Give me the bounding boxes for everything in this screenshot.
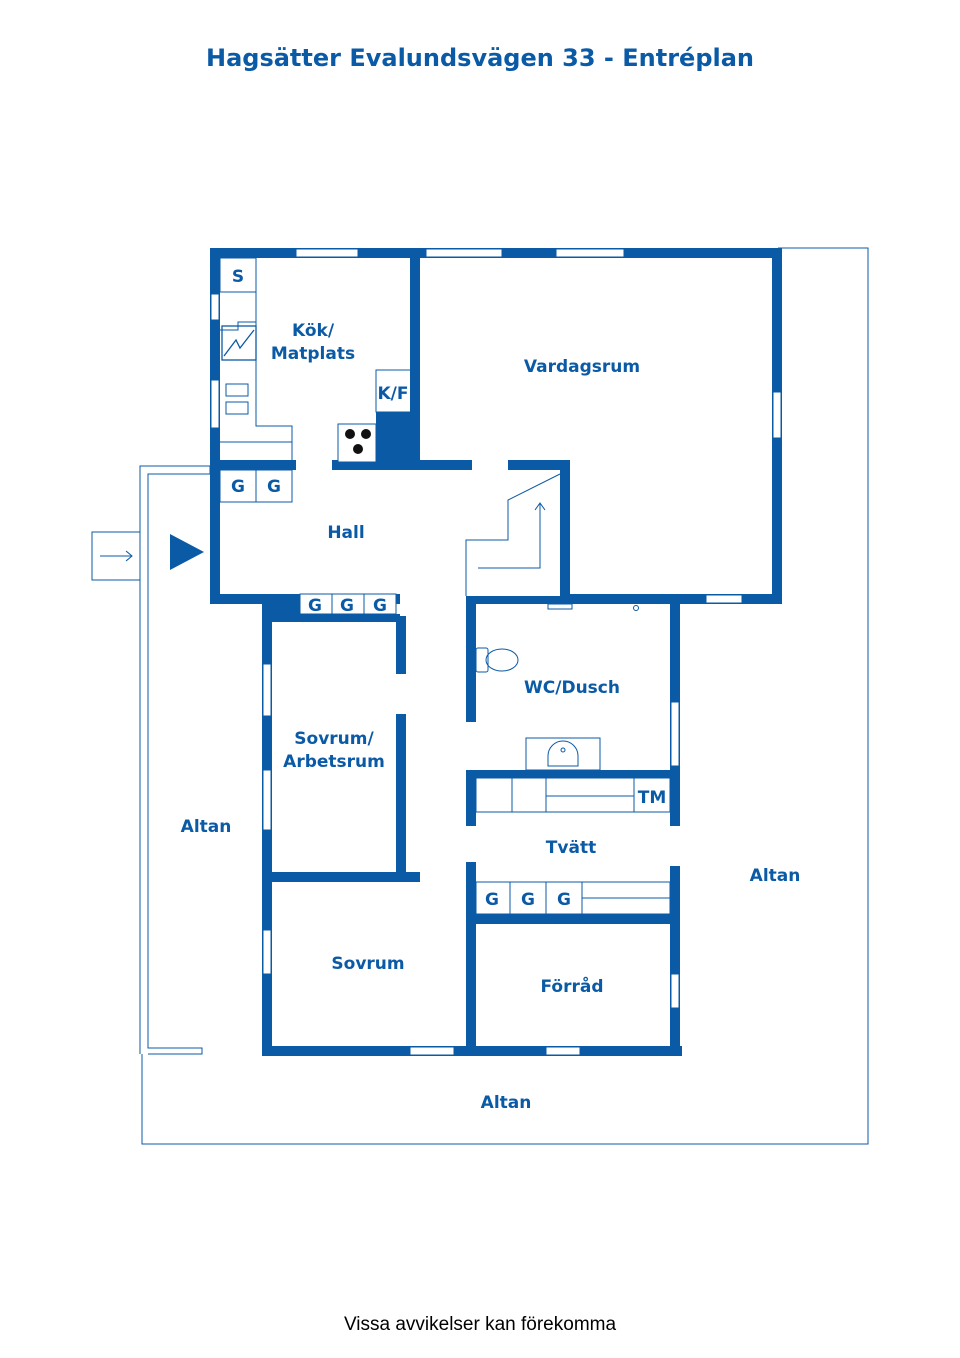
fireplace-icon bbox=[221, 325, 257, 361]
disclaimer-text: Vissa avvikelser kan förekomma bbox=[343, 1314, 617, 1335]
deck-bottom-label: Altan bbox=[481, 1093, 532, 1113]
toilet-icon bbox=[475, 647, 519, 673]
living-room-label: Vardagsrum bbox=[524, 357, 640, 377]
walls bbox=[210, 248, 782, 1056]
stairs-icon bbox=[465, 473, 561, 596]
stove-icon bbox=[337, 423, 377, 463]
tm-label: TM bbox=[638, 788, 667, 808]
bedroom-office-label-2: Arbetsrum bbox=[283, 752, 385, 772]
wardrobe-label: G bbox=[485, 890, 499, 910]
wardrobe-label: G bbox=[557, 890, 571, 910]
page-title: Hagsätter Evalundsvägen 33 - Entréplan bbox=[205, 44, 754, 72]
storage-label: Förråd bbox=[540, 975, 603, 997]
laundry-wardrobes bbox=[475, 881, 671, 915]
wardrobe-label: G bbox=[340, 596, 354, 616]
hall-wardrobes-bottom bbox=[299, 593, 397, 615]
hall-wardrobes-top bbox=[219, 469, 293, 503]
wc-label: WC/Dusch bbox=[524, 678, 620, 698]
hall-label: Hall bbox=[327, 523, 364, 543]
shower-fixtures bbox=[547, 603, 639, 611]
laundry-counter bbox=[475, 777, 671, 813]
wardrobe-label: G bbox=[308, 596, 322, 616]
bedroom-office-label-1: Sovrum/ bbox=[294, 729, 374, 749]
deck-outline bbox=[139, 247, 869, 1145]
deck-right-label: Altan bbox=[750, 866, 801, 886]
kitchen-label-1: Kök/ bbox=[292, 321, 335, 341]
sink-icon bbox=[525, 737, 601, 771]
kitchen-label-2: Matplats bbox=[271, 344, 355, 364]
deck-left-label: Altan bbox=[181, 817, 232, 837]
fridge-freezer bbox=[375, 369, 413, 413]
s-label: S bbox=[232, 267, 244, 287]
entrance-arrow-icon bbox=[170, 534, 204, 570]
wardrobe-label: G bbox=[521, 890, 535, 910]
wardrobe-label: G bbox=[267, 477, 281, 497]
wardrobe-label: G bbox=[231, 477, 245, 497]
laundry-label: Tvätt bbox=[546, 838, 596, 858]
wardrobe-label: G bbox=[373, 596, 387, 616]
entrance-step bbox=[91, 531, 141, 581]
kf-label: K/F bbox=[378, 384, 409, 404]
windows bbox=[210, 248, 782, 1056]
bedroom-label: Sovrum bbox=[331, 954, 404, 974]
